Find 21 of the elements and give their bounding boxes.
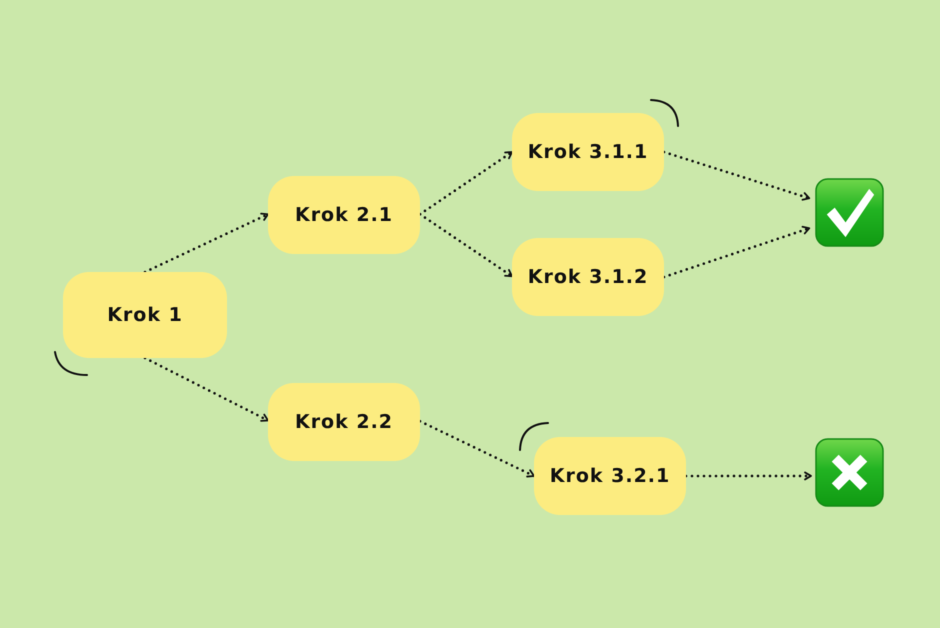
step-label: Krok 2.2 xyxy=(294,410,394,434)
step-box xyxy=(534,437,686,515)
step-box xyxy=(63,272,227,358)
dotted-arrow xyxy=(144,212,270,274)
step-label: Krok 3.1.1 xyxy=(528,140,648,164)
dotted-arrow xyxy=(418,212,514,278)
step-box xyxy=(268,176,420,254)
step-label: Krok 2.1 xyxy=(294,204,394,226)
step-box xyxy=(268,383,420,461)
dotted-arrow xyxy=(662,226,811,278)
step-box xyxy=(512,238,664,316)
step-label: Krok 3.1.2 xyxy=(528,266,648,288)
cross-mark-icon xyxy=(815,438,884,507)
dotted-arrow xyxy=(418,420,536,478)
dotted-arrow xyxy=(144,356,270,422)
step-label: Krok 3.2.1 xyxy=(550,464,670,488)
dotted-arrow xyxy=(662,150,811,201)
dotted-arrow xyxy=(684,472,812,480)
check-mark-icon xyxy=(815,178,884,247)
step-box xyxy=(512,113,664,191)
step-label: Krok 1 xyxy=(107,304,183,326)
